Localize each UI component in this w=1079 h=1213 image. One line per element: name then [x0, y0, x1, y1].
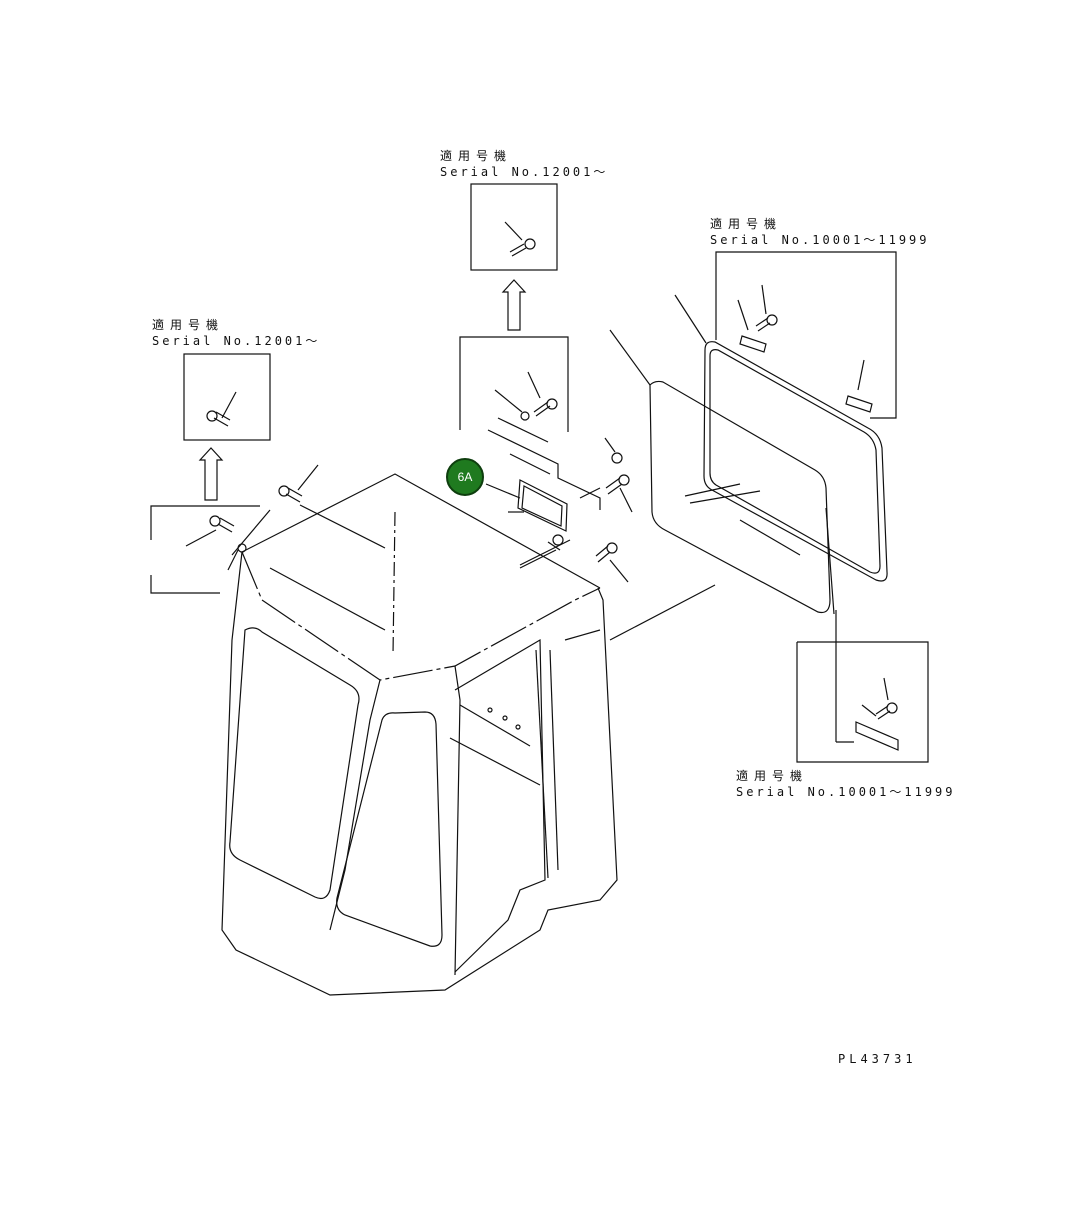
detail-box-top-upper: [470, 183, 558, 271]
callout-right-top-jp: 適用号機: [710, 217, 783, 231]
callout-right-top: 適用号機 Serial No.10001～11999: [710, 216, 930, 248]
callout-left: 適用号機 Serial No.12001～: [152, 317, 320, 349]
callout-right-bottom: 適用号機 Serial No.10001～11999: [736, 768, 956, 800]
drawing-code: PL43731: [838, 1052, 917, 1066]
cab-bolt-left: [278, 464, 319, 503]
callout-left-jp: 適用号機: [152, 318, 225, 332]
callout-top-jp: 適用号機: [440, 149, 513, 163]
callout-top-serial: Serial No.12001～: [440, 165, 609, 179]
arrow-up-top: [501, 279, 527, 331]
cab-body: [221, 473, 716, 996]
arrow-up-left: [198, 447, 224, 501]
detail-box-right-top: [715, 251, 897, 419]
detail-box-right-bottom: [796, 507, 929, 763]
detail-box-top-lower: [459, 336, 569, 432]
callout-right-bottom-serial: Serial No.10001～11999: [736, 785, 956, 799]
detail-box-left-upper: [183, 353, 271, 441]
plate-6a: [485, 417, 633, 583]
window-glass: [609, 329, 831, 614]
part-badge-6a[interactable]: 6A: [446, 458, 484, 496]
callout-top: 適用号機 Serial No.12001～: [440, 148, 608, 180]
callout-right-bottom-jp: 適用号機: [736, 769, 809, 783]
callout-left-serial: Serial No.12001～: [152, 334, 321, 348]
detail-box-left-lower: [150, 505, 271, 594]
callout-right-top-serial: Serial No.10001～11999: [710, 233, 930, 247]
window-seal: [674, 294, 888, 582]
